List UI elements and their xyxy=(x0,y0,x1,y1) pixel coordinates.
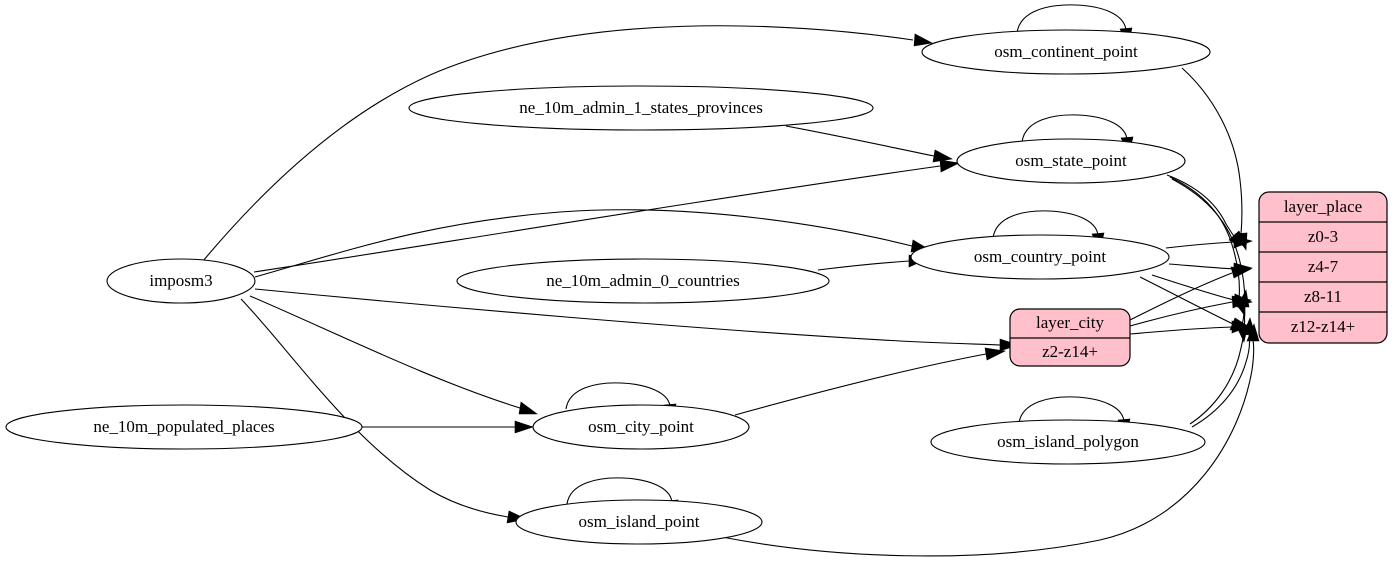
layer_place-row-z8-11[interactable]: z8-11 xyxy=(1304,287,1342,306)
layer_city-title: layer_city xyxy=(1036,313,1104,332)
node-label: ne_10m_populated_places xyxy=(93,417,274,436)
node-osm_country_point[interactable]: osm_country_point xyxy=(910,234,1170,280)
arrowhead-icon xyxy=(1231,320,1251,334)
selfloop-osm_island_polygon xyxy=(1018,396,1125,424)
node-ellipse[interactable] xyxy=(956,138,1186,184)
arrowhead-icon xyxy=(514,420,534,434)
node-label: osm_island_point xyxy=(579,512,700,531)
node-ellipse[interactable] xyxy=(910,234,1170,280)
node-imposm3[interactable]: imposm3 xyxy=(106,258,256,304)
edge-osm_city_point-to-layer_city-z2-z14 xyxy=(734,353,987,416)
selfloop-osm_city_point xyxy=(565,382,671,410)
node-label: ne_10m_admin_1_states_provinces xyxy=(519,98,763,117)
edge-osm_country_point-to-layer_place-z12-z14 xyxy=(1139,276,1234,325)
node-ellipse[interactable] xyxy=(5,404,363,450)
edge-layer xyxy=(202,4,1260,557)
edge-osm_island_point-to-layer_place-z12-z14 xyxy=(721,339,1255,557)
selfloop-osm_country_point xyxy=(992,210,1099,239)
arrowhead-icon xyxy=(1236,289,1250,308)
node-label: imposm3 xyxy=(149,271,212,290)
layer_place-row-z12-z14plus[interactable]: z12-z14+ xyxy=(1291,317,1355,336)
edge-osm_island_polygon-to-layer_place-z8-11 xyxy=(1189,305,1246,425)
layer_place-title: layer_place xyxy=(1284,197,1362,216)
layer_place-box[interactable] xyxy=(1258,191,1388,344)
edge-imposm3-to-layer_city xyxy=(254,288,1001,346)
arrowhead-icon xyxy=(1246,323,1260,342)
node-ellipse[interactable] xyxy=(921,29,1211,75)
node-ne_10m_populated_places[interactable]: ne_10m_populated_places xyxy=(5,404,363,450)
node-layer_city[interactable]: layer_city z2-z14+ xyxy=(1009,308,1131,367)
edge-imposm3-to-osm_city_point xyxy=(249,295,521,409)
node-label: osm_country_point xyxy=(974,247,1106,266)
node-ne_10m_admin_0_countries[interactable]: ne_10m_admin_0_countries xyxy=(456,258,830,304)
layer_place-row-z4-7[interactable]: z4-7 xyxy=(1308,257,1339,276)
node-layer: imposm3 ne_10m_admin_1_states_provinces … xyxy=(5,29,1388,545)
arrowhead-icon xyxy=(939,159,960,173)
node-ellipse[interactable] xyxy=(408,85,874,131)
edge-osm_country_point-to-layer_place-z8-11 xyxy=(1151,274,1235,301)
edge-imposm3-to-osm_state_point xyxy=(253,165,941,273)
layer_place-row-z0-3[interactable]: z0-3 xyxy=(1308,227,1338,246)
node-ellipse[interactable] xyxy=(532,404,750,450)
edge-osm_island_polygon-to-layer_place-z12-z14 xyxy=(1191,333,1251,428)
node-osm_state_point[interactable]: osm_state_point xyxy=(956,138,1186,184)
edge-osm_country_point-to-layer_place-z4-7 xyxy=(1168,263,1235,270)
node-osm_city_point[interactable]: osm_city_point xyxy=(532,404,750,450)
node-label: osm_state_point xyxy=(1015,151,1127,170)
edge-osm_continent_point-to-layer_place-z0-3 xyxy=(1181,67,1243,235)
node-layer_place[interactable]: layer_place z0-3 z4-7 z8-11 z12-z14+ xyxy=(1258,191,1388,344)
selfloop-osm_island_point xyxy=(566,477,673,505)
edge-osm_state_point-to-layer_place-z0-3 xyxy=(1166,174,1235,237)
arrowhead-icon xyxy=(913,33,933,47)
edge-osm_state_point-to-layer_place-z12-z14 xyxy=(1171,178,1246,327)
selfloop-osm_continent_point xyxy=(1016,4,1127,34)
edge-imposm3-to-osm_island_point xyxy=(240,298,509,518)
node-ellipse[interactable] xyxy=(456,258,830,304)
layer_city-row-z2-z14plus[interactable]: z2-z14+ xyxy=(1042,342,1098,361)
arrowhead-icon xyxy=(518,401,538,415)
edge-osm_country_point-to-layer_place-z0-3 xyxy=(1165,241,1235,249)
edge-osm_state_point-to-layer_place-z8-11 xyxy=(1169,176,1241,301)
arrowhead-icon xyxy=(1230,266,1253,279)
node-label: ne_10m_admin_0_countries xyxy=(546,271,740,290)
edge-layer_city-to-layer_place-z12-z14 xyxy=(1129,326,1233,335)
node-osm_island_polygon[interactable]: osm_island_polygon xyxy=(930,419,1206,465)
arrowhead-icon xyxy=(984,347,1006,361)
arrowhead-icon xyxy=(999,338,1019,352)
selfloop-osm_state_point xyxy=(1021,114,1128,143)
node-osm_island_point[interactable]: osm_island_point xyxy=(515,499,763,545)
edge-layer_city-to-layer_place-z8-11 xyxy=(1129,301,1233,327)
edge-ne_10m_admin_0_countries-to-osm_country_point xyxy=(817,260,910,271)
arrowhead-icon xyxy=(932,149,953,163)
edge-imposm3-to-osm_continent_point xyxy=(202,25,914,262)
node-ellipse[interactable] xyxy=(106,258,256,304)
node-label: osm_city_point xyxy=(588,417,694,436)
node-ellipse[interactable] xyxy=(515,499,763,545)
edge-ne_10m_admin_1_states_provinces-to-osm_state_point xyxy=(785,125,935,157)
edge-imposm3-to-osm_country_point xyxy=(254,209,913,278)
node-label: osm_island_polygon xyxy=(997,432,1139,451)
node-label: osm_continent_point xyxy=(994,42,1138,61)
edge-layer_city-to-layer_place-z4-7 xyxy=(1129,272,1233,321)
node-ellipse[interactable] xyxy=(930,419,1206,465)
arrowhead-icon xyxy=(1233,235,1253,249)
node-ne_10m_admin_1_states_provinces[interactable]: ne_10m_admin_1_states_provinces xyxy=(408,85,874,131)
node-osm_continent_point[interactable]: osm_continent_point xyxy=(921,29,1211,75)
